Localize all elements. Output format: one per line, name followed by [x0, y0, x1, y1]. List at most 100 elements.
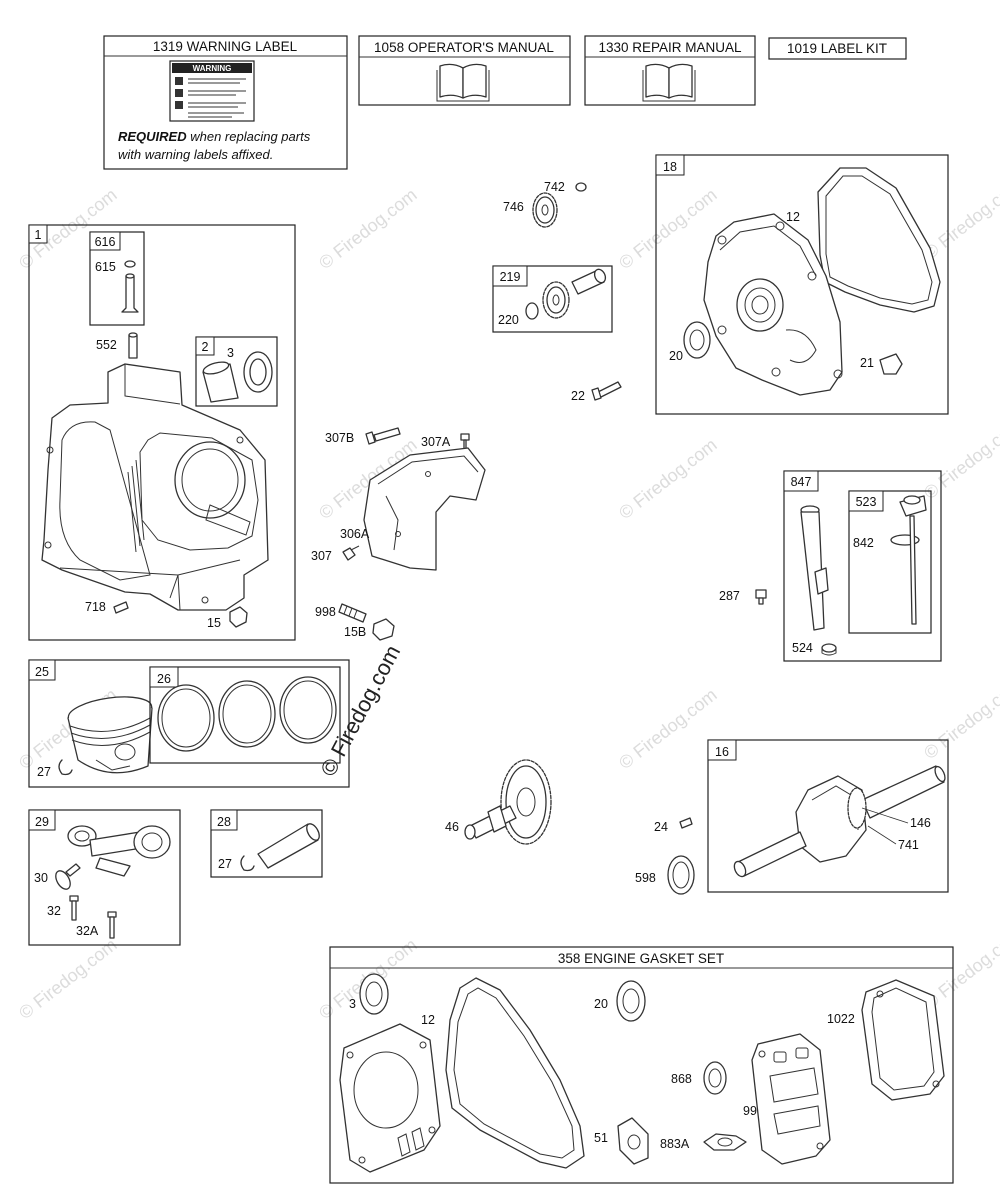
governor-gear-assembly[interactable]: 742 746: [503, 180, 587, 228]
oil-seal-20: [683, 321, 711, 359]
retainer-742: [575, 182, 587, 192]
part-746-label: 746: [503, 200, 524, 214]
governor-gear-219: [542, 281, 570, 319]
valve-cover-gasket-1022: [861, 979, 945, 1101]
repair-manual-header: 1330 REPAIR MANUAL: [598, 40, 742, 55]
part-32-label: 32: [47, 904, 61, 918]
piston-rings-part: [157, 676, 337, 752]
part-12-label: 12: [786, 210, 800, 224]
watermark-text: © Firedog.com: [920, 415, 1000, 504]
oil-seal-20: [616, 980, 646, 1022]
breather-tube-part: [121, 260, 139, 313]
part-15-label: 15: [207, 616, 221, 630]
gear-746: [532, 192, 558, 228]
group-18-crankcase-cover[interactable]: 18 12 20 21: [655, 154, 949, 415]
group-25-piston[interactable]: 25 27 26: [28, 659, 350, 788]
part-24-label: 24: [654, 820, 668, 834]
warning-label-header: 1319 WARNING LABEL: [153, 39, 298, 54]
repair-manual-box[interactable]: 1330 REPAIR MANUAL: [584, 35, 756, 106]
part-306A-label: 306A: [340, 527, 370, 541]
label-kit-box[interactable]: 1019 LABEL KIT: [768, 37, 907, 60]
watermark-text: © Firedog.com: [315, 185, 421, 274]
thrust-washer-598: [667, 855, 695, 895]
gasket-set-part-1022-label: 1022: [827, 1012, 855, 1026]
part-27b-label: 27: [218, 857, 232, 871]
dipstick-tube-part: [800, 505, 829, 631]
retainer-clip-27: [58, 759, 73, 776]
group-16-crankshaft[interactable]: 16 146 741: [707, 739, 949, 893]
gasket-51: [617, 1117, 649, 1165]
bolt-22: [591, 381, 622, 401]
watermark-text: © Firedog.com: [920, 175, 1000, 264]
warning-required-note-line2: with warning labels affixed.: [118, 147, 273, 162]
plug-15: [229, 606, 248, 628]
operators-manual-header: 1058 OPERATOR'S MANUAL: [374, 40, 554, 55]
crankshaft-part: [733, 765, 946, 878]
part-998-label: 998: [315, 605, 336, 619]
sleeve-and-seal-part: [202, 351, 273, 403]
warning-required-note: REQUIRED when replacing parts: [118, 129, 311, 144]
piston-pin-part: [257, 823, 320, 869]
dipstick-part: [899, 495, 927, 625]
air-guide-assembly[interactable]: 307A 307B 306A 307 998 15B: [311, 427, 486, 641]
required-bold: REQUIRED: [118, 129, 187, 144]
piston-part: [67, 696, 153, 774]
part-3-label: 3: [227, 346, 234, 360]
group-18-tag: 18: [663, 160, 677, 174]
connecting-rod-part: [67, 825, 171, 877]
seal-524: [821, 643, 837, 656]
warning-sticker-title: WARNING: [193, 64, 232, 73]
air-guide-306A: [363, 447, 486, 571]
part-22-label: 22: [571, 389, 585, 403]
screw-32A: [107, 911, 117, 939]
part-220-label: 220: [498, 313, 519, 327]
bolt-307B: [365, 427, 401, 445]
part-30-label: 30: [34, 871, 48, 885]
camshaft-46: [464, 759, 552, 845]
group-219-tag: 219: [500, 270, 521, 284]
group-1-cylinder[interactable]: 1 616 615 2 3 552: [28, 224, 296, 641]
gasket-868: [703, 1061, 727, 1095]
crankcase-cover-part: [703, 213, 843, 396]
watermark-text: © Firedog.com: [615, 435, 721, 524]
screw-32: [69, 895, 79, 921]
group-16-tag: 16: [715, 745, 729, 759]
group-219-governor[interactable]: 219 220: [492, 265, 613, 333]
group-2-tag: 2: [202, 340, 209, 354]
gasket-set-part-883A-label: 883A: [660, 1137, 690, 1151]
operators-manual-box[interactable]: 1058 OPERATOR'S MANUAL: [358, 35, 571, 106]
part-552-label: 552: [96, 338, 117, 352]
group-1-tag: 1: [35, 228, 42, 242]
gasket-set-part-12-label: 12: [421, 1013, 435, 1027]
part-741-label: 741: [898, 838, 919, 852]
stud-998: [338, 603, 367, 623]
part-307-label: 307: [311, 549, 332, 563]
part-46-label: 46: [445, 820, 459, 834]
book-icon: [436, 63, 490, 102]
dowel-pin-718: [113, 601, 129, 614]
camshaft-assembly[interactable]: 46: [445, 759, 552, 845]
watermark-text: © Firedog.com: [15, 935, 121, 1024]
group-28-piston-pin[interactable]: 28 27: [210, 809, 323, 878]
governor-cup: [571, 268, 607, 295]
part-307B-label: 307B: [325, 431, 354, 445]
dowel-pin-552: [128, 332, 138, 359]
gasket-set-header: 358 ENGINE GASKET SET: [558, 951, 724, 966]
crankcase-gasket-12: [445, 977, 585, 1169]
label-kit-header: 1019 LABEL KIT: [787, 41, 887, 56]
gasket-set-part-20-label: 20: [594, 997, 608, 1011]
group-29-tag: 29: [35, 815, 49, 829]
group-847-dipstick[interactable]: 847 523 842 524: [783, 470, 942, 662]
part-15B-label: 15B: [344, 625, 366, 639]
gasket-set-part-3-label: 3: [349, 997, 356, 1011]
gasket-set-box[interactable]: 358 ENGINE GASKET SET 3 12 7 20 51: [329, 946, 954, 1184]
part-742-label: 742: [544, 180, 565, 194]
group-26-tag: 26: [157, 672, 171, 686]
warning-sticker-lines: [175, 77, 246, 118]
gasket-12: [817, 167, 941, 313]
warning-label-box[interactable]: 1319 WARNING LABEL WARNING REQUIRED when…: [103, 35, 348, 170]
group-29-connecting-rod[interactable]: 29 30 32 32A: [28, 809, 181, 946]
retainer-clip-27b: [240, 855, 255, 872]
screw-287: [755, 589, 767, 605]
